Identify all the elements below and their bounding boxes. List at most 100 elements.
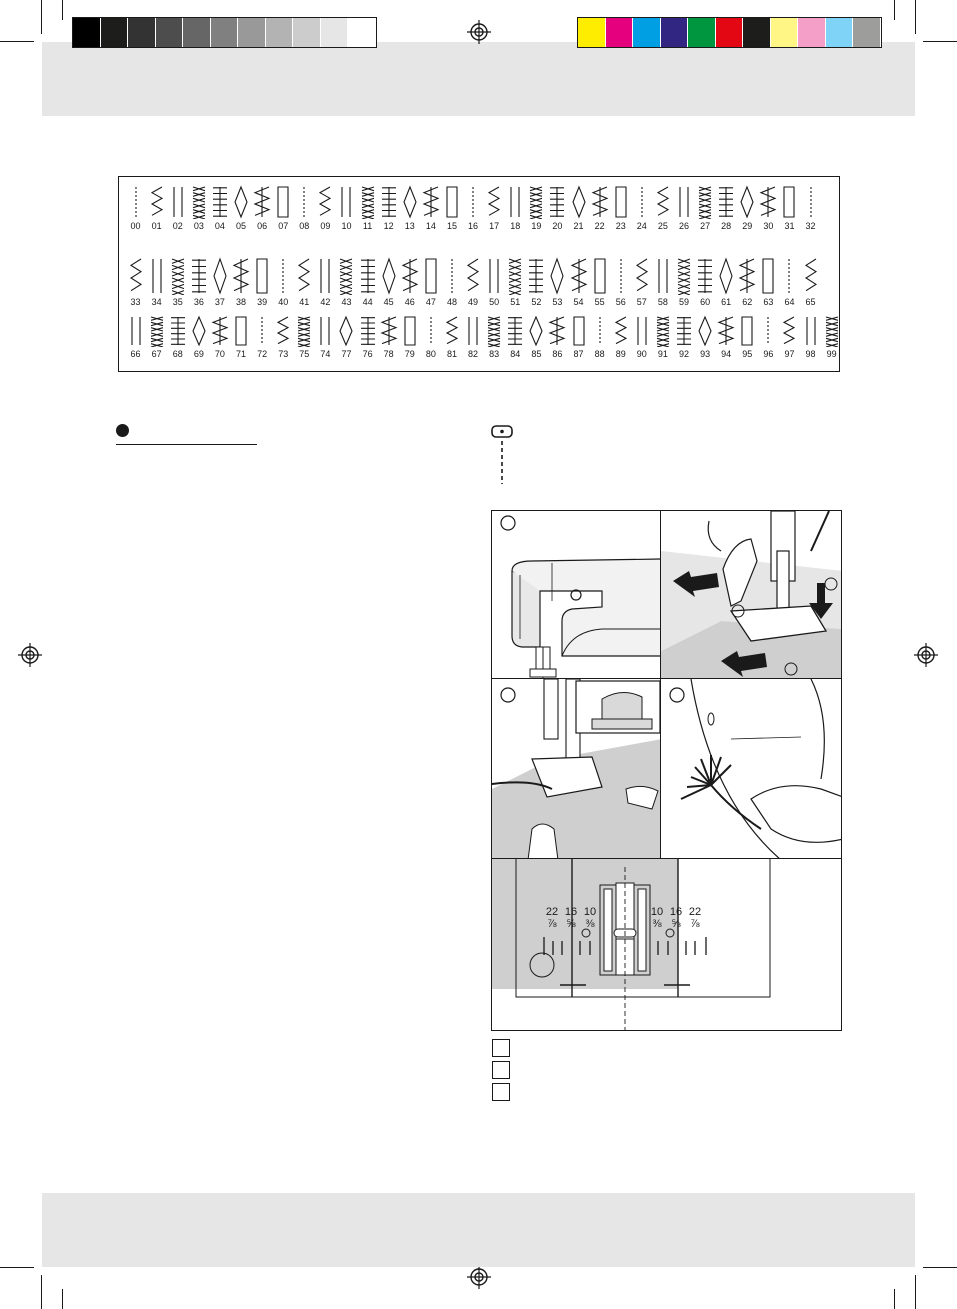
stitch-cell: 30 bbox=[758, 185, 779, 231]
color-swatch bbox=[238, 18, 266, 47]
stitch-cell: 12 bbox=[378, 185, 399, 231]
crop-mark bbox=[915, 1275, 916, 1309]
stitch-number: 69 bbox=[193, 349, 204, 359]
stitch-pattern-icon bbox=[130, 317, 141, 345]
stitch-cell: 03 bbox=[188, 185, 209, 231]
crop-mark bbox=[0, 1267, 34, 1268]
stitch-pattern-icon bbox=[403, 185, 417, 219]
stitch-cell: 26 bbox=[673, 185, 694, 231]
stitch-pattern-icon bbox=[298, 258, 311, 292]
stitch-cell: 68 bbox=[167, 315, 188, 359]
stitch-number: 57 bbox=[636, 297, 647, 307]
stitch-pattern-icon bbox=[232, 258, 250, 293]
stitch-pattern-icon bbox=[615, 186, 627, 218]
stitch-pattern-icon bbox=[298, 316, 311, 347]
stitch-number: 86 bbox=[552, 349, 563, 359]
color-swatch bbox=[605, 18, 633, 47]
stitch-cell: 60 bbox=[695, 257, 716, 307]
stitch-cell: 24 bbox=[631, 185, 652, 231]
stitch-pattern-icon bbox=[783, 186, 796, 218]
stitch-pattern-icon bbox=[261, 317, 263, 345]
stitch-number: 52 bbox=[531, 297, 542, 307]
stitch-cell: 94 bbox=[716, 315, 737, 359]
seam-guide-label: 10 bbox=[651, 906, 663, 918]
stitch-number: 11 bbox=[362, 221, 373, 231]
stitch-number: 47 bbox=[425, 297, 436, 307]
stitch-cell: 50 bbox=[484, 257, 505, 307]
stitch-cell: 42 bbox=[315, 257, 336, 307]
stitch-pattern-icon bbox=[361, 186, 374, 219]
stitch-number: 76 bbox=[362, 349, 373, 359]
stitch-pattern-icon bbox=[614, 316, 627, 345]
stitch-pattern-icon bbox=[277, 316, 290, 345]
stitch-number: 27 bbox=[700, 221, 711, 231]
stitch-cell: 38 bbox=[230, 257, 251, 307]
stitch-number: 41 bbox=[299, 297, 310, 307]
stitch-pattern-icon bbox=[719, 187, 734, 217]
color-swatch bbox=[743, 18, 771, 47]
stitch-cell: 99 bbox=[821, 315, 842, 359]
stitch-pattern-icon bbox=[211, 316, 229, 345]
color-swatch bbox=[320, 18, 348, 47]
stitch-pattern-icon bbox=[451, 259, 453, 293]
stitch-cell: 74 bbox=[315, 315, 336, 359]
stitch-cell: 23 bbox=[610, 185, 631, 231]
stitch-pattern-icon bbox=[676, 317, 691, 345]
crop-mark bbox=[41, 1275, 42, 1309]
color-swatch bbox=[348, 18, 376, 47]
stitch-cell: 80 bbox=[420, 315, 441, 359]
seam-guide-label: ⅝ bbox=[566, 918, 576, 930]
stitch-number: 03 bbox=[193, 221, 204, 231]
stitch-cell: 48 bbox=[441, 257, 462, 307]
stitch-pattern-icon bbox=[570, 258, 587, 293]
registration-mark-icon bbox=[914, 643, 938, 667]
stitch-pattern-icon bbox=[717, 316, 735, 345]
stitch-number: 19 bbox=[531, 221, 542, 231]
stitch-pattern-icon bbox=[339, 315, 354, 347]
stitch-cell: 05 bbox=[230, 185, 251, 231]
stitch-pattern-icon bbox=[656, 316, 670, 347]
stitch-number: 15 bbox=[446, 221, 457, 231]
stitch-number: 59 bbox=[678, 297, 689, 307]
stitch-number: 22 bbox=[594, 221, 605, 231]
stitch-pattern-icon bbox=[487, 316, 501, 347]
stitch-number: 88 bbox=[594, 349, 605, 359]
stitch-pattern-icon bbox=[445, 316, 459, 345]
stitch-pattern-icon bbox=[698, 186, 712, 219]
stitch-pattern-icon bbox=[529, 315, 543, 347]
stitch-number: 65 bbox=[805, 297, 816, 307]
stitch-number: 14 bbox=[425, 221, 436, 231]
stitch-cell: 15 bbox=[441, 185, 462, 231]
stitch-pattern-icon bbox=[762, 258, 774, 294]
stitch-pattern-icon bbox=[212, 187, 227, 217]
stitch-number: 64 bbox=[784, 297, 795, 307]
seam-guide-label: ⅝ bbox=[671, 918, 681, 930]
stitch-pattern-icon bbox=[637, 317, 647, 345]
stitch-number: 32 bbox=[805, 221, 816, 231]
stitch-cell: 69 bbox=[188, 315, 209, 359]
stitch-pattern-icon bbox=[134, 187, 137, 217]
stitch-cell: 63 bbox=[758, 257, 779, 307]
seam-guide-label: 16 bbox=[565, 906, 577, 918]
stitch-cell: 76 bbox=[357, 315, 378, 359]
stitch-cell: 88 bbox=[589, 315, 610, 359]
stitch-number: 66 bbox=[130, 349, 141, 359]
stitch-cell: 19 bbox=[526, 185, 547, 231]
stitch-cell: 90 bbox=[631, 315, 652, 359]
stitch-pattern-icon bbox=[767, 317, 769, 345]
color-swatch bbox=[210, 18, 238, 47]
stitch-pattern-icon bbox=[401, 258, 419, 293]
stitch-number: 98 bbox=[805, 349, 816, 359]
stitch-number: 53 bbox=[552, 297, 563, 307]
legend-box bbox=[492, 1061, 510, 1079]
color-swatch bbox=[100, 18, 128, 47]
stitch-pattern-icon bbox=[620, 259, 622, 293]
stitch-cell: 61 bbox=[716, 257, 737, 307]
stitch-number: 85 bbox=[531, 349, 542, 359]
seam-guide-label: ⅜ bbox=[585, 918, 595, 930]
stitch-number: 02 bbox=[172, 221, 183, 231]
stitch-cell: 72 bbox=[252, 315, 273, 359]
stitch-number: 07 bbox=[278, 221, 289, 231]
stitch-pattern-icon bbox=[253, 186, 271, 217]
